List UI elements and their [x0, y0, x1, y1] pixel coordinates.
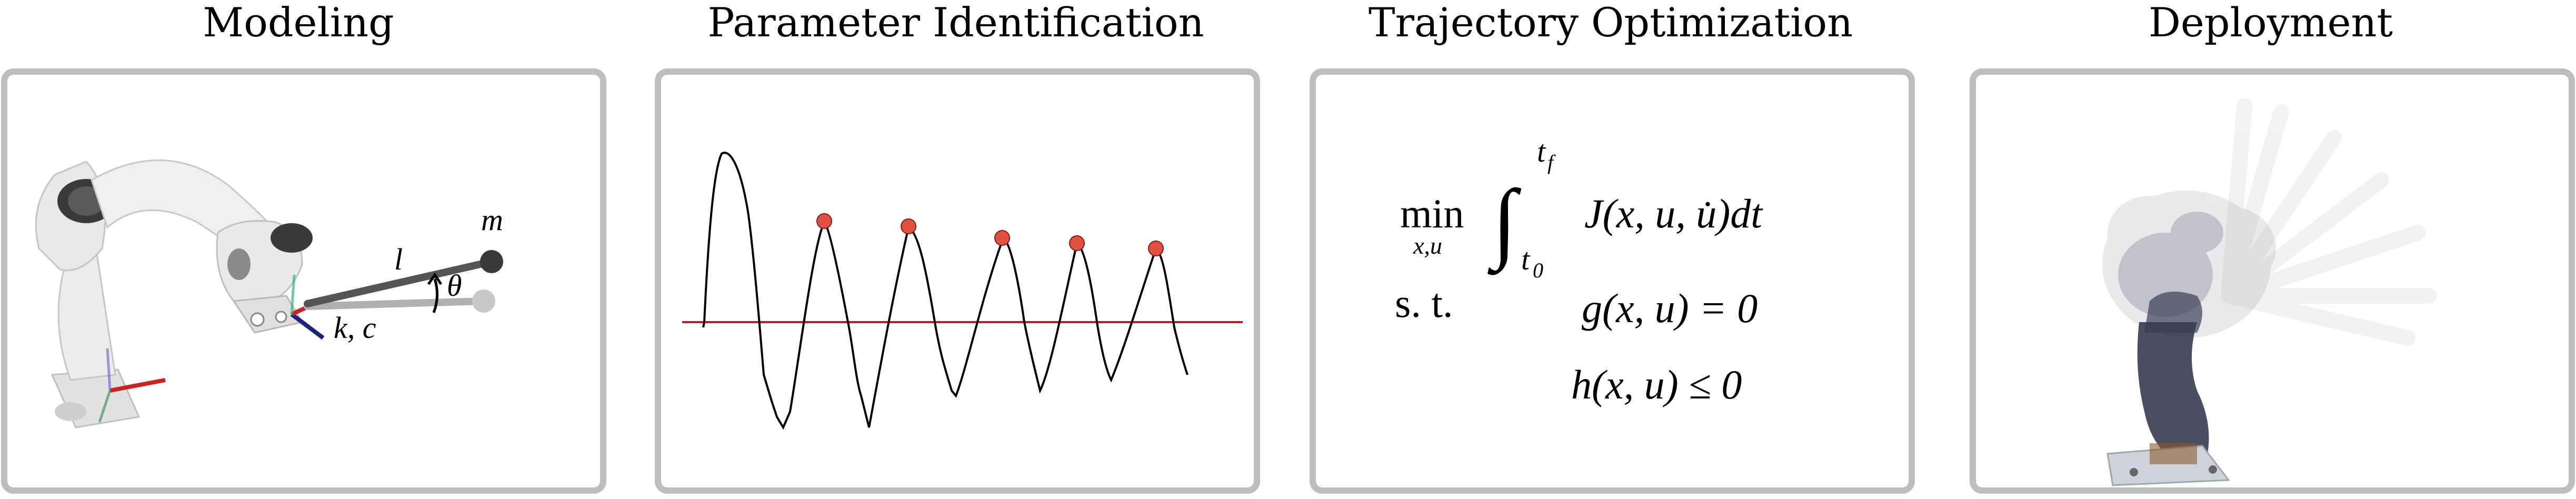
pendulum-mass-rest	[472, 290, 495, 313]
upper-limit-sub: f	[1547, 151, 1556, 174]
equality-constraint: g(x, u) = 0	[1582, 285, 1758, 331]
pendulum-rod-rest	[304, 297, 487, 310]
pendulum-mass	[480, 250, 503, 273]
peak-marker-1	[816, 213, 832, 229]
title-modeling: Modeling	[203, 0, 394, 46]
lower-limit: t	[1521, 242, 1531, 276]
peak-marker-2	[901, 218, 916, 234]
label-l: l	[394, 242, 403, 276]
st-label: s. t.	[1395, 280, 1453, 326]
integral-sign: ∫	[1487, 172, 1522, 275]
panel-modeling: m l θ k, c	[1, 68, 606, 494]
pendulum-rod	[304, 258, 495, 307]
panel-deployment	[1970, 68, 2575, 494]
peak-marker-3	[994, 230, 1010, 246]
min-operator: min	[1400, 191, 1464, 236]
modeling-illustration: m l θ k, c	[35, 159, 503, 428]
min-subscript: x,u	[1413, 232, 1442, 259]
lower-limit-sub: 0	[1533, 258, 1543, 282]
panel-trajectory-optimization: min x,u ∫ t f t 0 J(x, u, u̇)dt s. t. g(…	[1310, 68, 1915, 494]
label-theta: θ	[447, 268, 462, 303]
deployment-illustration	[2102, 98, 2437, 486]
inequality-constraint: h(x, u) ≤ 0	[1571, 362, 1742, 407]
response-curve	[702, 152, 1189, 430]
title-parameter-identification: Parameter Identification	[707, 0, 1204, 46]
identification-plot	[682, 152, 1243, 430]
panel-parameter-identification	[655, 68, 1260, 494]
robot-link-dark	[2137, 322, 2209, 454]
title-trajectory-optimization: Trajectory Optimization	[1368, 0, 1853, 46]
title-deployment: Deployment	[2148, 0, 2393, 46]
peak-marker-5	[1148, 241, 1164, 256]
objective: J(x, u, u̇)dt	[1584, 191, 1763, 236]
upper-limit: t	[1537, 134, 1546, 168]
label-m: m	[481, 203, 503, 237]
peak-marker-4	[1069, 235, 1085, 251]
label-kc: k, c	[334, 311, 376, 345]
optimization-formula: min x,u ∫ t f t 0 J(x, u, u̇)dt s. t. g(…	[1395, 134, 1763, 407]
